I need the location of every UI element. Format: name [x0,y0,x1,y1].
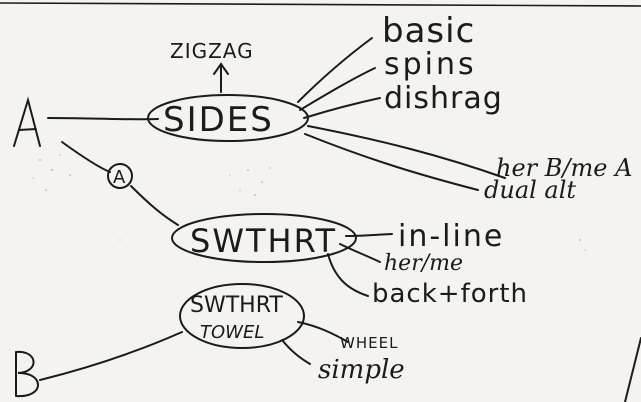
edge-towel-wheel [297,321,349,343]
edge-sides-dishrag [303,97,381,119]
edge-a-circled-a [61,141,111,173]
node-swthrt: SWTHRT [190,222,337,260]
swthrt-towel-ellipse [179,283,305,349]
edge-a-sides [47,117,159,121]
margin-stroke [624,337,641,402]
branch-basic: basic [382,11,475,51]
node-swthrt-towel-bottom: TOWEL [200,322,264,343]
swthrt-ellipse [171,213,357,263]
letter-a-glyph [13,96,41,147]
branch-dual-alt: dual alt [484,176,576,204]
edge-circled-a-swthrt [130,185,179,226]
branch-simple: simple [318,355,405,385]
edge-sides-herb [307,125,506,179]
edge-sides-basic [297,37,373,103]
node-sides: SIDES [163,100,274,140]
scan-speckle [32,154,586,251]
circled-a-label: A [113,167,126,188]
branch-back-forth: back+forth [372,279,528,309]
branch-in-line: in-line [398,219,504,254]
arrow-to-zigzag [213,62,229,93]
letter-b-glyph [15,350,39,398]
edge-towel-simple [281,339,311,365]
branch-her-b-me-a: her B/me A [496,154,632,182]
circled-a-ring [107,163,133,189]
edge-swthrt-herme [339,243,381,263]
sides-ellipse [147,94,309,142]
node-swthrt-towel-top: SWTHRT [190,293,283,318]
edge-swthrt-backforth [327,253,369,297]
branch-wheel: WHEEL [340,334,398,352]
branch-dishrag: dishrag [384,81,503,116]
edge-sides-spins [299,67,376,111]
node-zigzag: ZIGZAG [170,39,254,63]
page-top-edge [0,2,641,7]
edge-b-towel [39,331,183,381]
branch-spins: spins [384,47,477,82]
edge-sides-dual [304,133,479,191]
edge-swthrt-inline [345,233,393,237]
branch-her-me: her/me [384,251,463,276]
